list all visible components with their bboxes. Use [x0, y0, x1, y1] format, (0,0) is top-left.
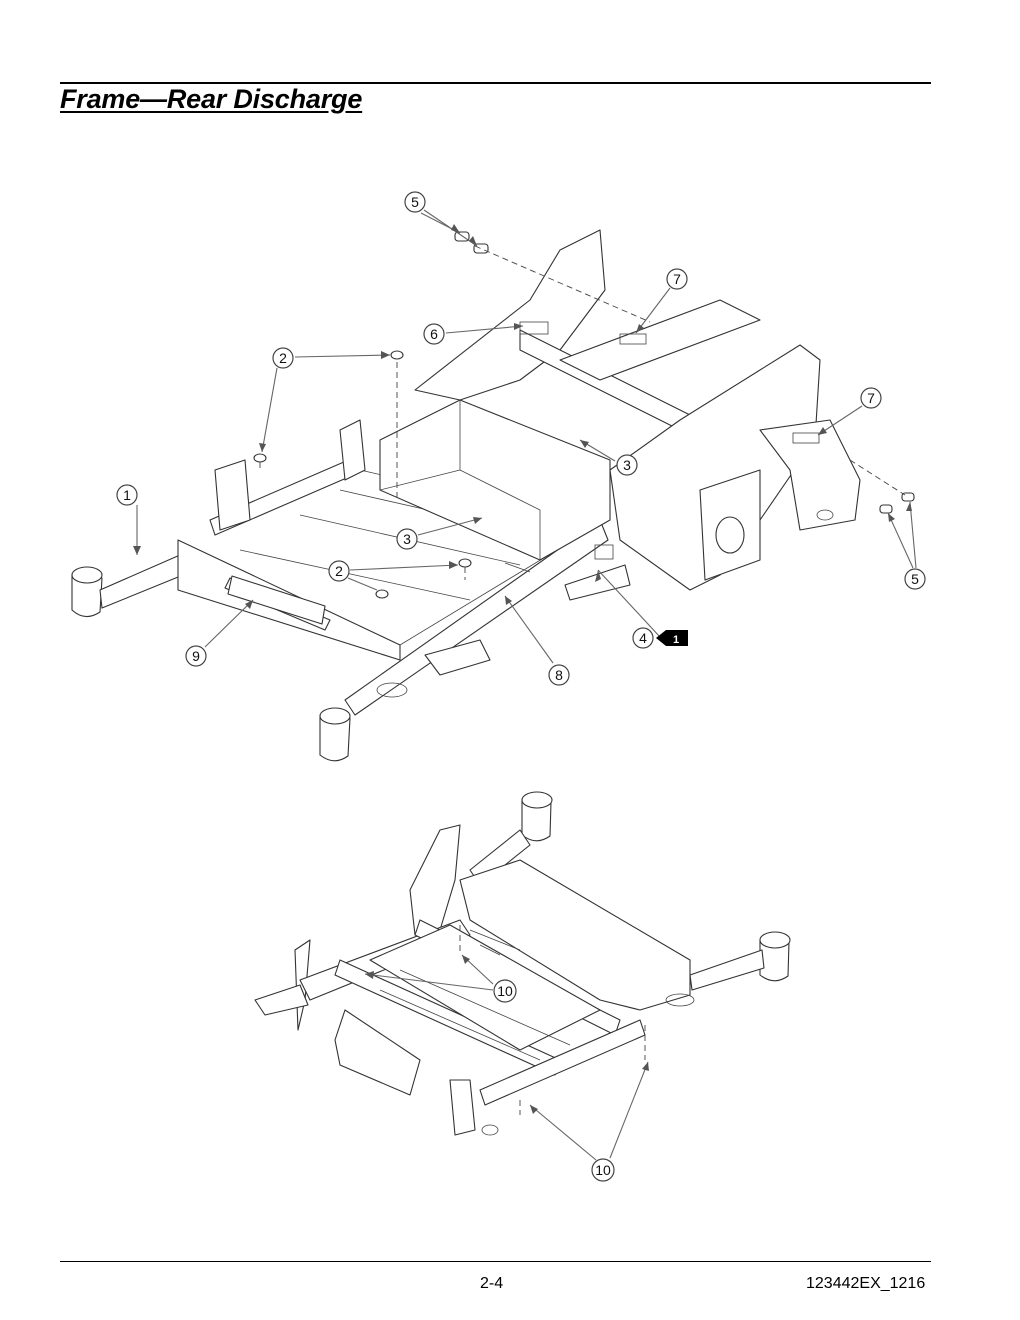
callout-9: 9 [185, 645, 207, 667]
callout-7-upper: 7 [666, 268, 688, 290]
callout-1: 1 [116, 484, 138, 506]
callout-10-lower: 10 [591, 1158, 615, 1182]
document-code: 123442EX_1216 [806, 1275, 926, 1292]
svg-text:7: 7 [867, 390, 875, 406]
svg-text:3: 3 [623, 457, 631, 473]
note-tag-1: 1 [656, 630, 688, 646]
svg-text:8: 8 [555, 667, 563, 683]
svg-text:2: 2 [335, 563, 343, 579]
page-title: Frame—Rear Discharge [60, 84, 363, 114]
svg-text:6: 6 [430, 326, 438, 342]
frame-top-view [71, 229, 915, 762]
svg-text:5: 5 [911, 571, 919, 587]
callout-8: 8 [548, 664, 570, 686]
leader-lines [133, 209, 917, 1161]
callout-6: 6 [423, 323, 445, 345]
callout-3-right: 3 [616, 454, 638, 476]
svg-text:7: 7 [673, 271, 681, 287]
svg-text:3: 3 [403, 531, 411, 547]
header-rule [60, 82, 931, 84]
svg-text:9: 9 [192, 648, 200, 664]
callout-2-upper: 2 [272, 347, 294, 369]
page-number: 2-4 [480, 1275, 504, 1292]
callout-5-lower: 5 [904, 568, 926, 590]
footer-rule [60, 1261, 931, 1262]
callout-4: 4 [632, 627, 654, 649]
callout-2-lower: 2 [328, 560, 350, 582]
frame-bottom-view [254, 791, 791, 1136]
callout-3-left: 3 [396, 528, 418, 550]
svg-text:5: 5 [411, 194, 419, 210]
svg-text:10: 10 [595, 1162, 611, 1178]
svg-text:1: 1 [673, 634, 679, 646]
callout-7-lower: 7 [860, 387, 882, 409]
svg-text:10: 10 [497, 983, 513, 999]
svg-text:1: 1 [123, 487, 131, 503]
callout-10-upper: 10 [493, 979, 517, 1003]
svg-text:4: 4 [639, 630, 647, 646]
callout-5-upper: 5 [404, 191, 426, 213]
svg-text:2: 2 [279, 350, 287, 366]
